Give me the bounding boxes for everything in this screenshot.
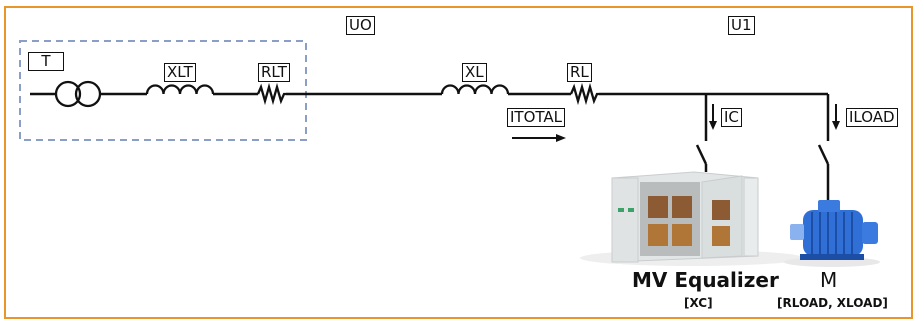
transformer-zone-box <box>19 40 307 141</box>
ic-label: IC <box>721 108 742 127</box>
diagram-frame <box>4 6 913 319</box>
xlt-label: XLT <box>164 63 196 82</box>
rl-label: RL <box>567 63 592 82</box>
transformer-symbol <box>54 80 102 108</box>
motor-branch <box>817 94 830 204</box>
inductor-xlt <box>145 84 215 95</box>
xl-label: XL <box>462 63 487 82</box>
u1-label: U1 <box>728 16 755 35</box>
motor-title: M <box>820 268 838 292</box>
itotal-label: ITOTAL <box>507 108 566 127</box>
ic-arrow <box>709 104 717 130</box>
equalizer-title: MV Equalizer <box>632 268 779 292</box>
equalizer-cabinet-image <box>580 171 804 266</box>
equalizer-branch <box>695 94 708 172</box>
resistor-rlt <box>256 82 286 106</box>
motor-subtitle: [RLOAD, XLOAD] <box>777 296 888 310</box>
transformer-label: T <box>28 52 64 71</box>
u0-label: UO <box>346 16 375 35</box>
equalizer-subtitle: [XC] <box>684 296 713 310</box>
resistor-rl <box>569 82 599 106</box>
iload-arrow <box>832 104 840 130</box>
motor-image <box>784 200 880 267</box>
iload-label: ILOAD <box>846 108 898 127</box>
rlt-label: RLT <box>258 63 290 82</box>
itotal-arrow <box>512 134 566 142</box>
inductor-xl <box>440 84 510 95</box>
